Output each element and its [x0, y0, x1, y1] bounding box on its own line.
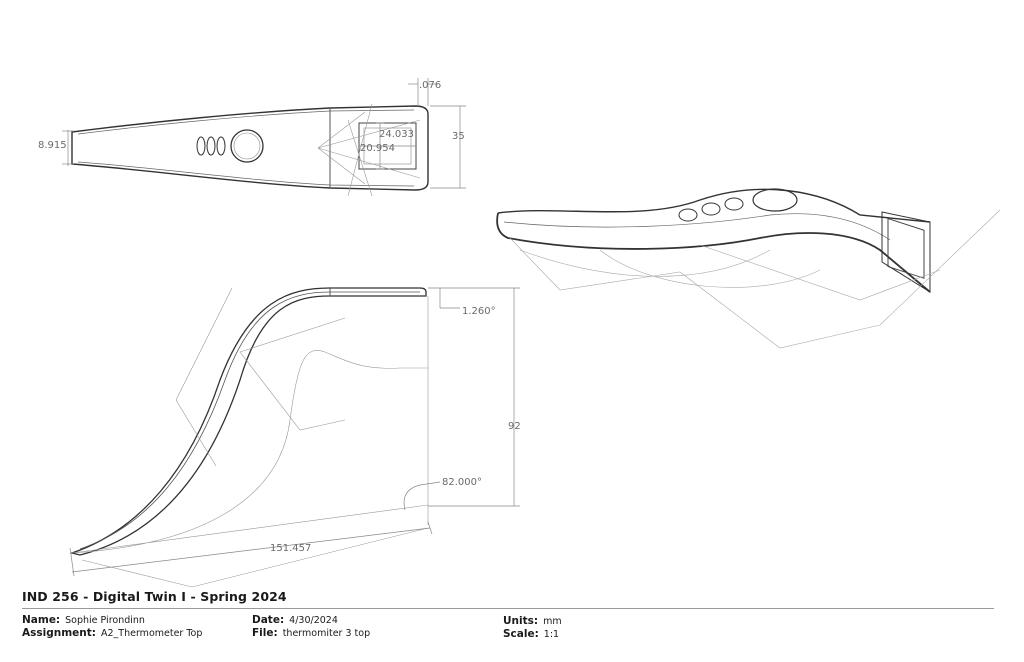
units-label: Units: — [503, 615, 539, 627]
name-value: Sophie Pirondinn — [65, 615, 145, 626]
dim-window-height: 24.033 — [379, 129, 414, 140]
units-field: Units: mm — [503, 615, 562, 627]
date-field: Date: 4/30/2024 — [252, 614, 338, 626]
button-2 — [206, 136, 216, 156]
scale-label: Scale: — [503, 628, 539, 640]
button-3 — [216, 136, 226, 156]
iso-end-cap — [881, 211, 931, 293]
iso-button-3 — [724, 197, 744, 211]
dim-overall-width: 35 — [452, 131, 465, 142]
dim-gap: .076 — [419, 80, 441, 91]
assignment-label: Assignment: — [22, 627, 96, 639]
button-1 — [196, 136, 206, 156]
assignment-value: A2_Thermometer Top — [100, 628, 203, 639]
side-profile-outer — [69, 287, 427, 556]
iso-button-1 — [678, 208, 698, 222]
date-label: Date: — [252, 614, 285, 626]
file-field: File: thermomiter 3 top — [252, 627, 370, 639]
iso-outline-top — [497, 188, 931, 223]
scale-field: Scale: 1:1 — [503, 628, 559, 640]
side-view — [69, 287, 429, 588]
assignment-field: Assignment: A2_Thermometer Top — [22, 627, 202, 639]
side-view-dimensions — [69, 287, 520, 577]
side-hidden-lines — [71, 287, 429, 588]
top-view — [71, 103, 429, 197]
power-button — [230, 129, 264, 163]
isometric-view — [496, 188, 1001, 349]
title-block: IND 256 - Digital Twin I - Spring 2024 N… — [22, 589, 997, 659]
name-label: Name: — [22, 614, 61, 626]
iso-outline-bottom — [496, 212, 931, 293]
dim-tip-width: 8.915 — [38, 140, 67, 151]
dim-height: 92 — [508, 421, 521, 432]
scale-value: 1:1 — [543, 629, 560, 640]
dim-window-width: 20.954 — [360, 143, 395, 154]
title-divider — [22, 608, 994, 609]
power-button-inner — [233, 132, 261, 160]
dim-length: 151.457 — [270, 543, 311, 554]
units-value: mm — [543, 616, 562, 627]
drawing-title: IND 256 - Digital Twin I - Spring 2024 — [22, 589, 287, 604]
file-label: File: — [252, 627, 278, 639]
hidden-lines-top — [317, 103, 421, 197]
name-field: Name: Sophie Pirondinn — [22, 614, 145, 626]
iso-display — [887, 217, 925, 279]
dim-angle-bottom: 82.000° — [442, 477, 482, 488]
iso-power-button — [752, 188, 798, 212]
top-view-inner-edge — [77, 109, 415, 187]
iso-hidden-lines — [509, 209, 1001, 349]
iso-button-2 — [701, 202, 721, 216]
top-view-outline — [71, 105, 429, 191]
top-view-dimensions — [62, 78, 466, 189]
date-value: 4/30/2024 — [289, 615, 338, 626]
file-value: thermomiter 3 top — [282, 628, 371, 639]
iso-inner-edge — [503, 213, 891, 241]
side-profile-inner — [79, 291, 420, 550]
dim-angle-top: 1.260° — [462, 306, 496, 317]
